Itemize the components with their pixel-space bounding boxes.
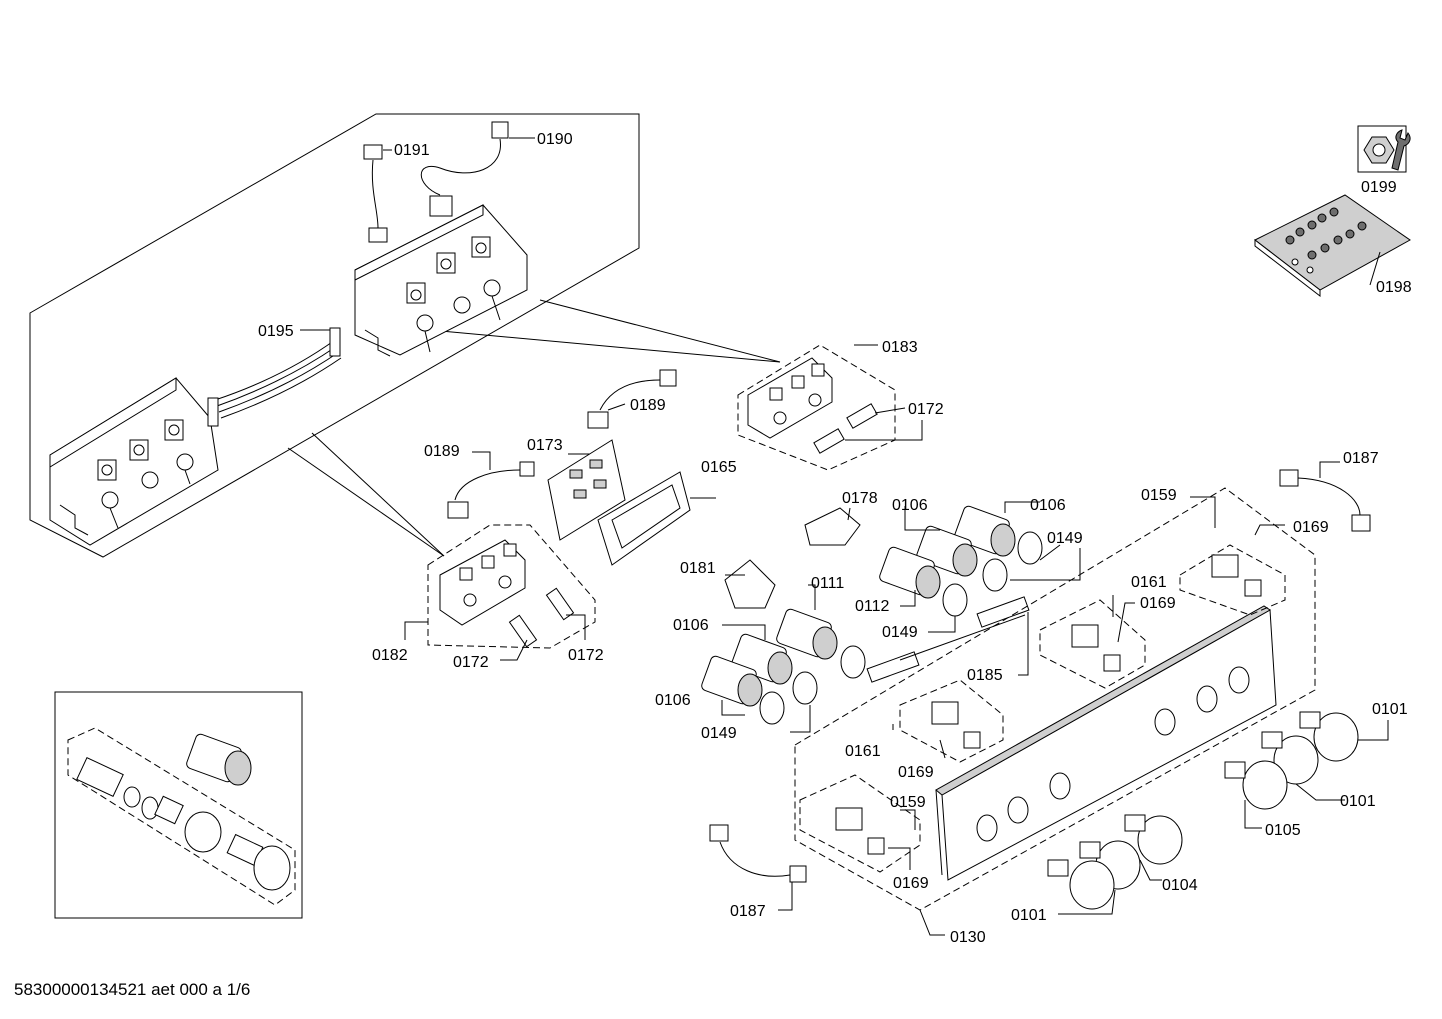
label-0169-a: 0169 [1293, 519, 1329, 536]
wire-harness-0189-upper [587, 369, 677, 429]
switch-assembly-0183 [737, 344, 923, 471]
enlarged-switch-block-lower [49, 377, 219, 546]
label-0101-a: 0101 [1372, 701, 1408, 718]
inset-assembly-box [54, 691, 303, 919]
thermostat-0112 [879, 546, 1081, 633]
thermostat-0106-upper [904, 501, 1061, 592]
knob-0101-b [1261, 731, 1345, 801]
label-0169-d: 0169 [893, 875, 929, 892]
label-0187-a: 0187 [1343, 450, 1379, 467]
thermostat-0106-lower [701, 624, 818, 733]
knob-0101-a [1299, 711, 1389, 762]
label-0106-a: 0106 [892, 497, 928, 514]
label-0198: 0198 [1376, 279, 1412, 296]
switch-0178 [804, 507, 861, 546]
enlarged-switch-block-upper [354, 204, 528, 357]
part-labels: 0191 0190 0195 0199 0198 0183 0172 0189 … [258, 131, 1412, 946]
label-0189-b: 0189 [424, 443, 460, 460]
label-0165: 0165 [701, 459, 737, 476]
label-0182: 0182 [372, 647, 408, 664]
label-0101-c: 0101 [1011, 907, 1047, 924]
label-0169-c: 0169 [898, 764, 934, 781]
wrench-nut-icon [1357, 125, 1411, 173]
label-0111: 0111 [811, 575, 844, 592]
detail-enlargement-panel [29, 113, 781, 558]
label-0105: 0105 [1265, 822, 1301, 839]
label-0106-d: 0106 [655, 692, 691, 709]
wire-harness-0187-left [709, 824, 807, 911]
label-0161-a: 0161 [1131, 574, 1167, 591]
label-0185: 0185 [967, 667, 1003, 684]
label-0106-c: 0106 [673, 617, 709, 634]
label-0190: 0190 [537, 131, 573, 148]
label-0181: 0181 [680, 560, 716, 577]
switch-assembly-0182 [404, 524, 596, 661]
label-0199: 0199 [1361, 179, 1397, 196]
label-0104: 0104 [1162, 877, 1198, 894]
thermostat-group [701, 501, 1081, 733]
indicator-group-bottom-left [799, 774, 921, 873]
mounting-frame-0165 [597, 471, 716, 566]
switch-0181 [724, 559, 776, 609]
label-0159-b: 0159 [890, 794, 926, 811]
label-0187-b: 0187 [730, 903, 766, 920]
document-footer-code: 58300000134521 aet 000 a 1/6 [14, 980, 251, 999]
label-0149-c: 0149 [701, 725, 737, 742]
label-0189-a: 0189 [630, 397, 666, 414]
label-0149-b: 0149 [882, 624, 918, 641]
label-0161-b: 0161 [845, 743, 881, 760]
knob-0101-c [1047, 840, 1141, 915]
wire-harness-0189-lower [447, 451, 535, 519]
label-0172-c: 0172 [568, 647, 604, 664]
label-0173: 0173 [527, 437, 563, 454]
label-0172-a: 0172 [908, 401, 944, 418]
label-0191: 0191 [394, 142, 430, 159]
indicator-group-mid-right [1039, 595, 1146, 689]
label-0172-b: 0172 [453, 654, 489, 671]
label-0169-b: 0169 [1140, 595, 1176, 612]
knob-0104 [1124, 814, 1183, 881]
wire-harness-0191 [363, 144, 392, 243]
control-panel-0130 [794, 487, 1316, 936]
thermostat-0111 [776, 584, 866, 679]
label-0178: 0178 [842, 490, 878, 507]
screw-bag-icon [1254, 194, 1411, 298]
label-0101-b: 0101 [1340, 793, 1376, 810]
ribbon-cable-0185 [866, 596, 1030, 683]
label-0159-a: 0159 [1141, 487, 1177, 504]
label-0130: 0130 [950, 929, 986, 946]
wire-harness-0190 [420, 121, 535, 217]
control-knobs [1047, 711, 1389, 915]
label-0106-b: 0106 [1030, 497, 1066, 514]
label-0183: 0183 [882, 339, 918, 356]
knob-0105 [1224, 760, 1288, 829]
wire-harness-0187-right [1279, 461, 1371, 532]
ribbon-cable-0195 [207, 327, 342, 427]
control-board-0173 [547, 439, 626, 541]
label-0149-a: 0149 [1047, 530, 1083, 547]
indicator-group-mid-left [892, 679, 1004, 763]
label-0112: 0112 [855, 598, 890, 615]
label-0195: 0195 [258, 323, 294, 340]
indicator-group-top-right [1179, 496, 1286, 616]
